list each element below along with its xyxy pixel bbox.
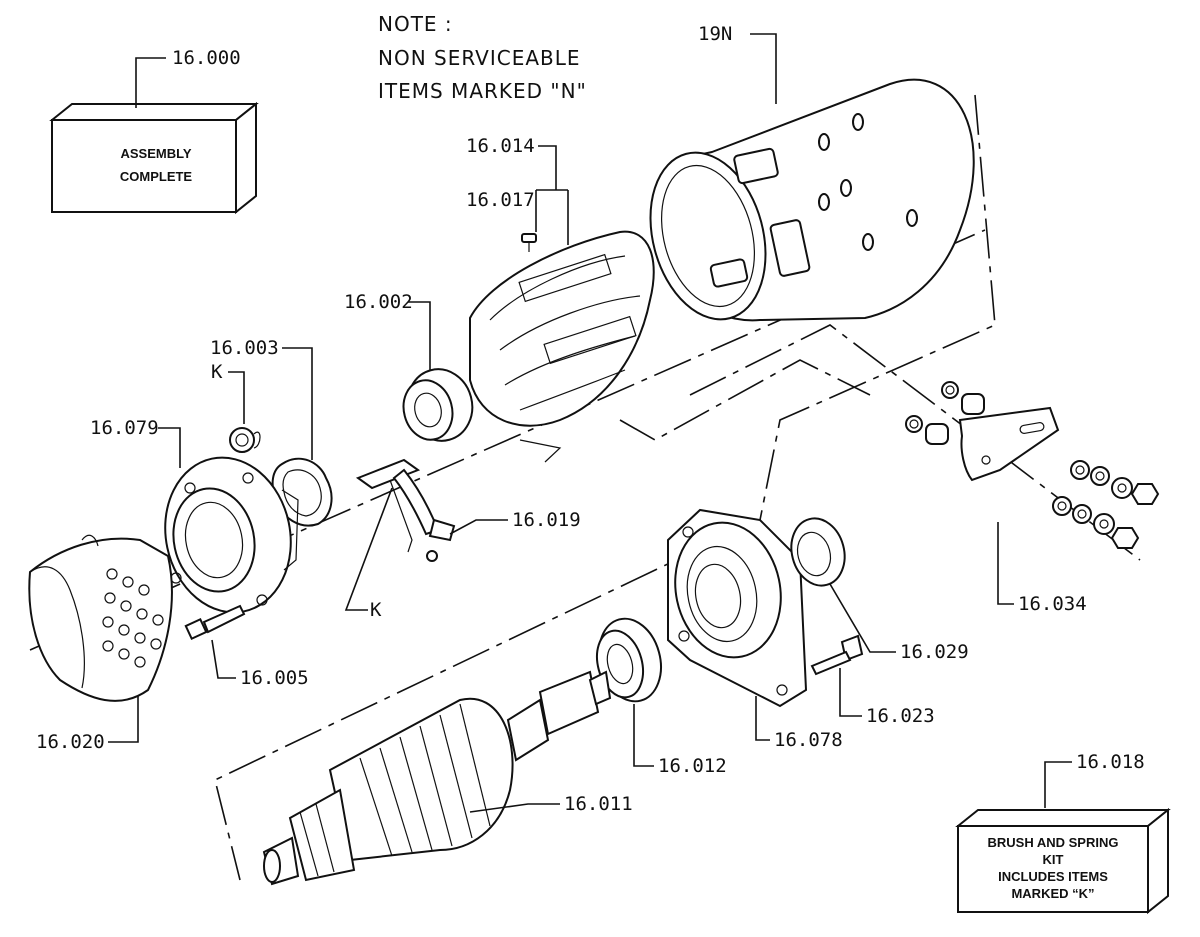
label-16-023: 16.023 — [866, 705, 935, 727]
label-16-011: 16.011 — [564, 793, 633, 815]
label-k-bottom: K — [370, 599, 382, 621]
label-16-003: 16.003 — [210, 337, 279, 359]
bolt-16-023 — [810, 634, 864, 676]
leader-16-079 — [158, 427, 181, 468]
leader-16-029 — [829, 583, 896, 653]
brush-spring-kit-box: BRUSH AND SPRING KIT INCLUDES ITEMS MARK… — [955, 807, 1171, 915]
cover-band-16-020 — [28, 534, 173, 702]
bearing-16-012 — [595, 617, 662, 703]
assembly-complete-box: ASSEMBLY COMPLETE — [49, 101, 259, 215]
brush-spring-k — [229, 427, 261, 453]
brush-holder-16-019 — [355, 458, 456, 562]
bracket-axis-line-2 — [689, 324, 1141, 561]
leader-16-000 — [135, 57, 166, 108]
leader-16-023 — [839, 668, 862, 717]
armature-16-011 — [262, 670, 612, 886]
pole-screw-16-017 — [521, 233, 537, 252]
leader-16-020 — [108, 696, 139, 743]
label-16-000: 16.000 — [172, 47, 241, 69]
assembly-frame-line — [214, 94, 996, 881]
leader-19n — [750, 33, 777, 104]
leader-16-078 — [755, 696, 770, 741]
leader-16-003 — [282, 347, 313, 460]
label-16-020: 16.020 — [36, 731, 105, 753]
leader-16-011 — [469, 803, 560, 813]
label-16-002: 16.002 — [344, 291, 413, 313]
assembly-line-2: COMPLETE — [120, 169, 193, 184]
note-block: NOTE : NON SERVICEABLE ITEMS MARKED "N" — [378, 12, 587, 103]
label-16-018: 16.018 — [1076, 751, 1145, 773]
leader-k-bottom — [344, 487, 393, 611]
field-coils — [469, 230, 655, 463]
leader-16-002 — [408, 301, 431, 370]
leader-16-012 — [633, 704, 654, 767]
bracket-16-034 — [905, 381, 1160, 549]
label-16-078: 16.078 — [774, 729, 843, 751]
leader-16-034 — [997, 522, 1014, 605]
kit-line-4: MARKED “K” — [1011, 886, 1094, 901]
label-16-017: 16.017 — [466, 189, 535, 211]
kit-line-3: INCLUDES ITEMS — [998, 869, 1108, 884]
note-line-3: ITEMS MARKED "N" — [378, 79, 587, 103]
cover-band-holes — [102, 568, 164, 668]
note-line-2: NON SERVICEABLE — [378, 46, 581, 70]
leader-16-018 — [1044, 761, 1072, 808]
label-k-top: K — [211, 361, 223, 383]
leader-16-014 — [535, 145, 569, 245]
bracket-axis-line — [619, 359, 871, 441]
bearing-16-002 — [402, 368, 474, 442]
drive-end-housing-16-078 — [667, 508, 808, 708]
assembly-line-1: ASSEMBLY — [120, 146, 191, 161]
label-16-019: 16.019 — [512, 509, 581, 531]
leader-16-005 — [211, 639, 236, 679]
label-16-014: 16.014 — [466, 135, 535, 157]
label-16-012: 16.012 — [658, 755, 727, 777]
end-cover-16-079 — [164, 456, 299, 614]
screw-16-005 — [184, 604, 246, 641]
seal-16-029 — [790, 517, 846, 587]
kit-line-2: KIT — [1043, 852, 1064, 867]
label-16-034: 16.034 — [1018, 593, 1087, 615]
leader-16-019 — [449, 519, 508, 535]
yoke-housing-19n — [649, 78, 975, 322]
label-19n: 19N — [698, 23, 732, 45]
label-16-005: 16.005 — [240, 667, 309, 689]
kit-line-1: BRUSH AND SPRING — [988, 835, 1119, 850]
label-16-029: 16.029 — [900, 641, 969, 663]
note-line-1: NOTE : — [378, 12, 453, 36]
label-16-079: 16.079 — [90, 417, 159, 439]
leader-k-top — [228, 371, 245, 424]
